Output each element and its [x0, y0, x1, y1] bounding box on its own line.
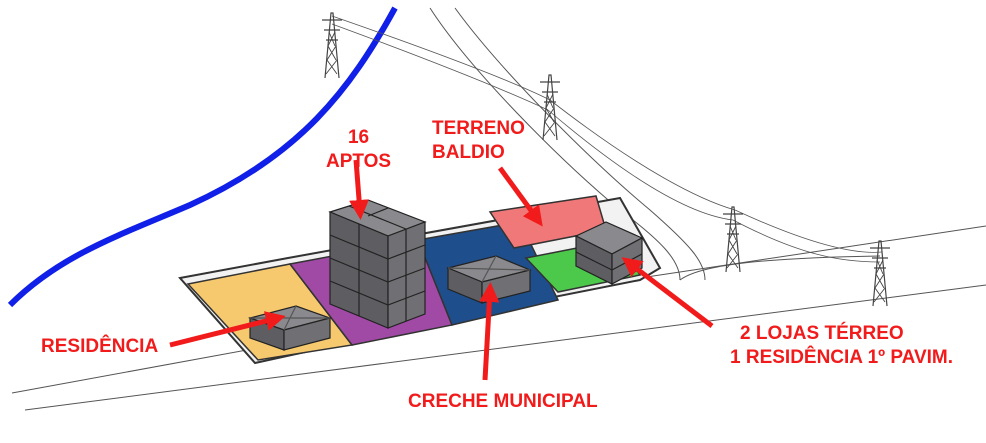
label-lojas-line2: 1 RESIDÊNCIA 1º PAVIM. [730, 347, 954, 368]
label-terreno-baldio: TERRENO BALDIO [432, 117, 525, 165]
label-terreno-line2: BALDIO [432, 142, 505, 163]
building-aptos [328, 199, 427, 329]
label-lojas-line1: 2 LOJAS TÉRREO [740, 323, 904, 344]
power-lines [331, 15, 883, 263]
label-residencia: RESIDÊNCIA [41, 336, 159, 357]
arrow-lojas [621, 257, 714, 328]
annotation-arrows [169, 159, 714, 381]
transmission-tower-icon [321, 12, 343, 79]
label-terreno-line1: TERRENO [432, 118, 525, 139]
label-lojas: 2 LOJAS TÉRREO 1 RESIDÊNCIA 1º PAVIM. [730, 322, 953, 370]
arrow-creche [479, 282, 500, 381]
label-aptos-count: 16 [347, 127, 370, 148]
arrow-residencia [169, 311, 286, 348]
arrow-aptos [349, 159, 370, 220]
road-lines [11, 7, 986, 411]
label-aptos: 16 APTOS [326, 126, 391, 174]
transmission-tower-icon [722, 206, 744, 273]
river [7, 6, 398, 308]
label-creche-municipal: CRECHE MUNICIPAL [408, 391, 598, 412]
arrow-terreno [497, 166, 543, 227]
transmission-tower-icon [869, 240, 891, 307]
label-aptos-text: APTOS [326, 151, 392, 172]
